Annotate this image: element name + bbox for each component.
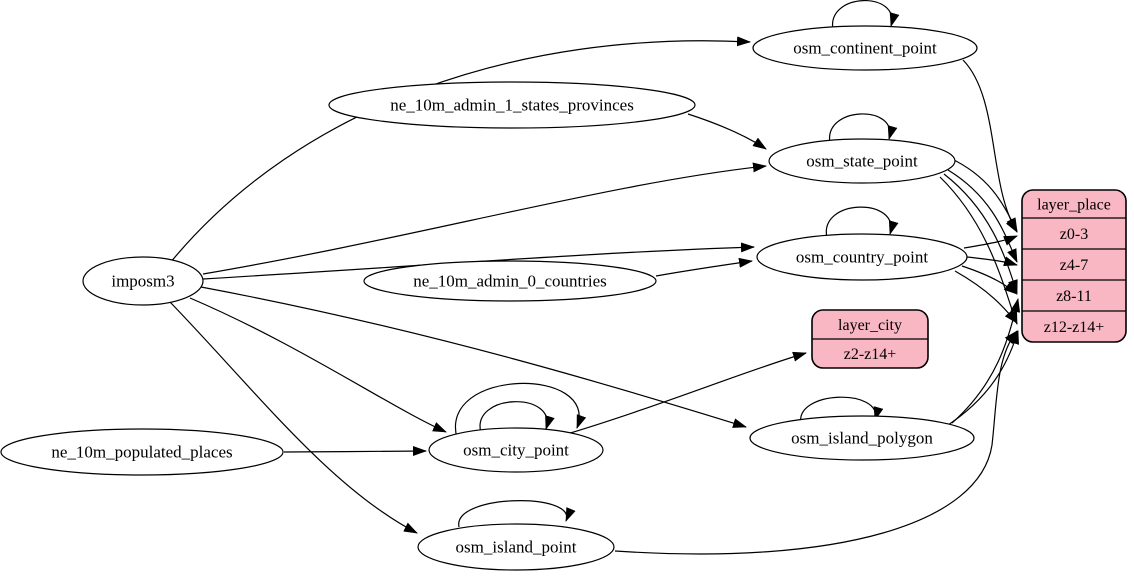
node-label-osm_country_point: osm_country_point: [796, 248, 928, 267]
node-osm_island_polygon: osm_island_polygon: [749, 415, 975, 461]
edge-osm_island_polygon-to-layer_place.z8-11: [951, 298, 1021, 424]
record-header-layer_city: layer_city: [838, 317, 902, 334]
node-shape-osm_island_polygon: [749, 415, 975, 461]
node-shape-imposm3: [82, 256, 204, 306]
self-loop-edge-osm_city_point-to-osm_city_point: [454, 382, 587, 439]
edge-osm_island_polygon-to-layer_place.z12-z14+: [944, 330, 1020, 428]
record-row-layer_place-z0-3: z0-3: [1060, 226, 1088, 243]
edge-ne_10m_populated_places-to-osm_city_point: [283, 446, 427, 457]
self-loop-edge-osm_island_polygon-to-osm_island_polygon: [800, 396, 884, 425]
node-label-osm_state_point: osm_state_point: [806, 152, 918, 171]
edge-imposm3-to-osm_island_polygon: [200, 286, 747, 428]
node-shape-ne_10m_populated_places: [0, 428, 284, 476]
record-row-layer_city-z2-z14+: z2-z14+: [844, 346, 897, 363]
node-label-osm_island_point: osm_island_point: [456, 538, 577, 557]
node-label-osm_continent_point: osm_continent_point: [793, 39, 937, 58]
edge-osm_state_point-to-layer_place.z4-7: [947, 169, 1018, 263]
record-layer_place: layer_place z0-3 z4-7 z8-11 z12-z14+: [1021, 189, 1127, 343]
node-osm_country_point: osm_country_point: [756, 233, 968, 281]
node-imposm3: imposm3: [82, 256, 204, 306]
node-label-imposm3: imposm3: [111, 272, 174, 291]
node-label-osm_island_polygon: osm_island_polygon: [791, 429, 933, 448]
self-loop-edge-osm_state_point-to-osm_state_point: [829, 113, 898, 144]
node-shape-osm_continent_point: [752, 25, 978, 71]
edge-ne_10m_admin_0_countries-to-osm_country_point: [655, 257, 753, 277]
node-ne_10m_admin_0_countries: ne_10m_admin_0_countries: [363, 260, 657, 302]
edge-osm_state_point-to-layer_place.z0-3: [949, 157, 1018, 232]
node-osm_island_point: osm_island_point: [417, 523, 615, 571]
edge-imposm3-to-osm_island_point: [169, 301, 418, 534]
edge-osm_country_point-to-layer_place.z4-7: [966, 256, 1018, 267]
self-loop-edge-osm_island_point-to-osm_island_point: [458, 500, 576, 528]
edge-imposm3-to-osm_country_point: [202, 242, 755, 280]
node-osm_continent_point: osm_continent_point: [752, 25, 978, 71]
node-shape-osm_country_point: [756, 233, 968, 281]
edge-osm_state_point-to-layer_place.z8-11: [943, 173, 1018, 294]
node-label-ne_10m_admin_1_states_provinces: ne_10m_admin_1_states_provinces: [390, 96, 634, 115]
node-label-ne_10m_admin_0_countries: ne_10m_admin_0_countries: [413, 272, 607, 291]
record-row-layer_place-z12-z14+: z12-z14+: [1044, 319, 1105, 336]
edge-imposm3-to-osm_city_point: [189, 297, 447, 433]
node-shape-ne_10m_admin_0_countries: [363, 260, 657, 302]
node-ne_10m_populated_places: ne_10m_populated_places: [0, 428, 284, 476]
node-shape-ne_10m_admin_1_states_provinces: [328, 81, 696, 129]
edge-ne_10m_admin_1_states_provinces-to-osm_state_point: [687, 113, 767, 150]
self-loop-edge-osm_city_point-to-osm_city_point: [479, 401, 555, 434]
record-row-layer_place-z8-11: z8-11: [1056, 288, 1092, 305]
edge-osm_city_point-to-layer_city.z2-z14+: [566, 351, 807, 435]
edge-osm_continent_point-to-layer_place.z0-3: [962, 59, 1018, 233]
record-header-layer_place: layer_place: [1037, 197, 1111, 214]
record-layer_city: layer_city z2-z14+: [811, 309, 929, 369]
record-row-layer_place-z4-7: z4-7: [1060, 257, 1088, 274]
edge-osm_island_point-to-layer_place.z12-z14+: [614, 330, 1018, 555]
self-loop-edge-osm_country_point-to-osm_country_point: [825, 206, 899, 239]
node-shape-osm_island_point: [417, 523, 615, 571]
node-shape-osm_city_point: [428, 427, 604, 473]
edges-layer: [169, 0, 1021, 555]
edge-osm_country_point-to-layer_place.z8-11: [961, 265, 1018, 295]
node-osm_city_point: osm_city_point: [428, 427, 604, 473]
node-shape-osm_state_point: [768, 138, 956, 184]
node-osm_state_point: osm_state_point: [768, 138, 956, 184]
node-label-ne_10m_populated_places: ne_10m_populated_places: [51, 443, 232, 462]
edge-osm_country_point-to-layer_place.z0-3: [963, 235, 1018, 249]
edge-imposm3-to-osm_state_point: [202, 162, 767, 275]
node-label-osm_city_point: osm_city_point: [463, 441, 569, 460]
edge-imposm3-to-osm_continent_point: [169, 36, 751, 264]
nodes-layer: imposm3 ne_10m_admin_1_states_provincesne…: [0, 25, 1127, 571]
node-ne_10m_admin_1_states_provinces: ne_10m_admin_1_states_provinces: [328, 81, 696, 129]
self-loop-edge-osm_continent_point-to-osm_continent_point: [832, 0, 900, 31]
record-shape-layer_place: [1021, 189, 1127, 343]
